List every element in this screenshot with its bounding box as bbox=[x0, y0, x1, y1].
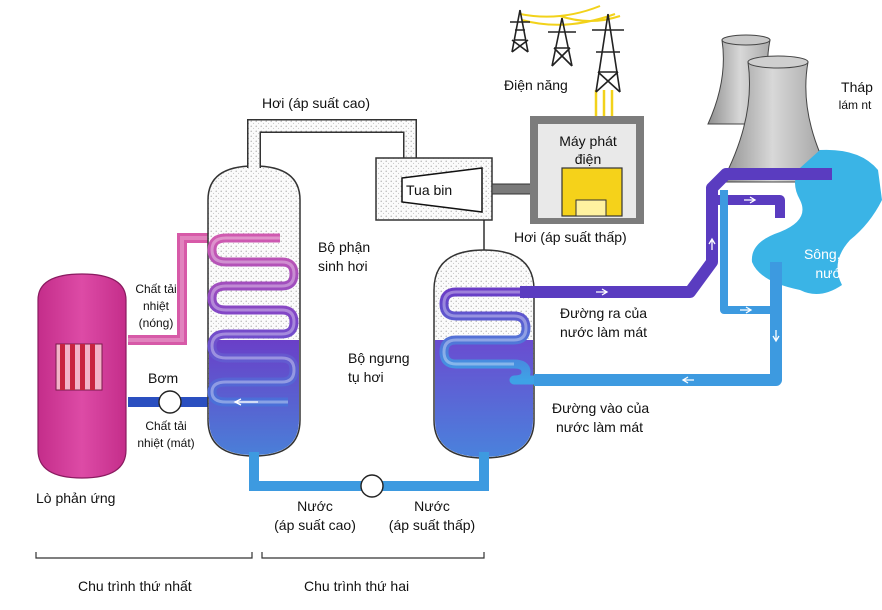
power-lines bbox=[519, 5, 621, 120]
label-steam-low: Hơi (áp suất thấp) bbox=[514, 229, 627, 245]
cooling-water-loop bbox=[439, 168, 832, 386]
cycle-brackets bbox=[35, 552, 485, 559]
label-cooling-out-1: Đường ra của bbox=[560, 305, 648, 321]
reactor bbox=[37, 273, 127, 479]
label-cycle-1: Chu trình thứ nhất bbox=[78, 578, 192, 594]
label-steam-high: Hơi (áp suất cao) bbox=[262, 95, 371, 111]
label-hot-coolant-3: (nóng) bbox=[138, 316, 174, 330]
pump-icon bbox=[158, 390, 182, 414]
label-condenser-1: Bộ ngưng bbox=[348, 350, 410, 366]
fuel-rods-icon bbox=[55, 343, 103, 391]
label-river-2: nước bbox=[815, 265, 849, 281]
label-hot-coolant-1: Chất tải bbox=[135, 282, 177, 296]
label-hot-coolant-2: nhiệt bbox=[142, 299, 170, 313]
label-water-low-1: Nước bbox=[414, 498, 450, 514]
label-electricity: Điện năng bbox=[504, 77, 568, 93]
cooling-tower-icon bbox=[707, 34, 835, 183]
pylon-icon bbox=[510, 9, 624, 93]
condenser bbox=[433, 249, 535, 459]
label-steam-generator-1: Bộ phận bbox=[318, 239, 371, 255]
label-cycle-2: Chu trình thứ hai bbox=[304, 578, 410, 594]
label-water-low-2: (áp suất thấp) bbox=[388, 517, 476, 533]
label-river-1: Sông, hồ bbox=[803, 246, 861, 262]
label-steam-generator-2: sinh hơi bbox=[318, 258, 368, 274]
label-tower-1: Tháp bbox=[841, 79, 873, 95]
label-water-high-1: Nước bbox=[297, 498, 333, 514]
label-turbine: Tua bin bbox=[406, 182, 453, 198]
label-condenser-2: tụ hơi bbox=[348, 369, 384, 385]
label-cooling-out-2: nước làm mát bbox=[560, 324, 648, 340]
label-cooling-in-2: nước làm mát bbox=[556, 419, 644, 435]
label-tower-2: lám nt bbox=[838, 98, 872, 112]
generator bbox=[530, 116, 644, 224]
label-reactor: Lò phản ứng bbox=[36, 490, 116, 506]
river-shape bbox=[751, 149, 882, 294]
label-cooling-in-1: Đường vào của bbox=[552, 400, 650, 416]
label-cold-coolant-2: nhiệt (mát) bbox=[137, 436, 195, 450]
label-cold-coolant-1: Chất tải bbox=[145, 419, 187, 433]
pump-icon bbox=[360, 474, 384, 498]
label-generator-2: điện bbox=[574, 151, 602, 167]
label-generator-1: Máy phát bbox=[559, 133, 617, 149]
label-pump: Bơm bbox=[148, 370, 179, 386]
label-water-high-2: (áp suất cao) bbox=[274, 517, 356, 533]
steam-generator bbox=[207, 165, 301, 457]
